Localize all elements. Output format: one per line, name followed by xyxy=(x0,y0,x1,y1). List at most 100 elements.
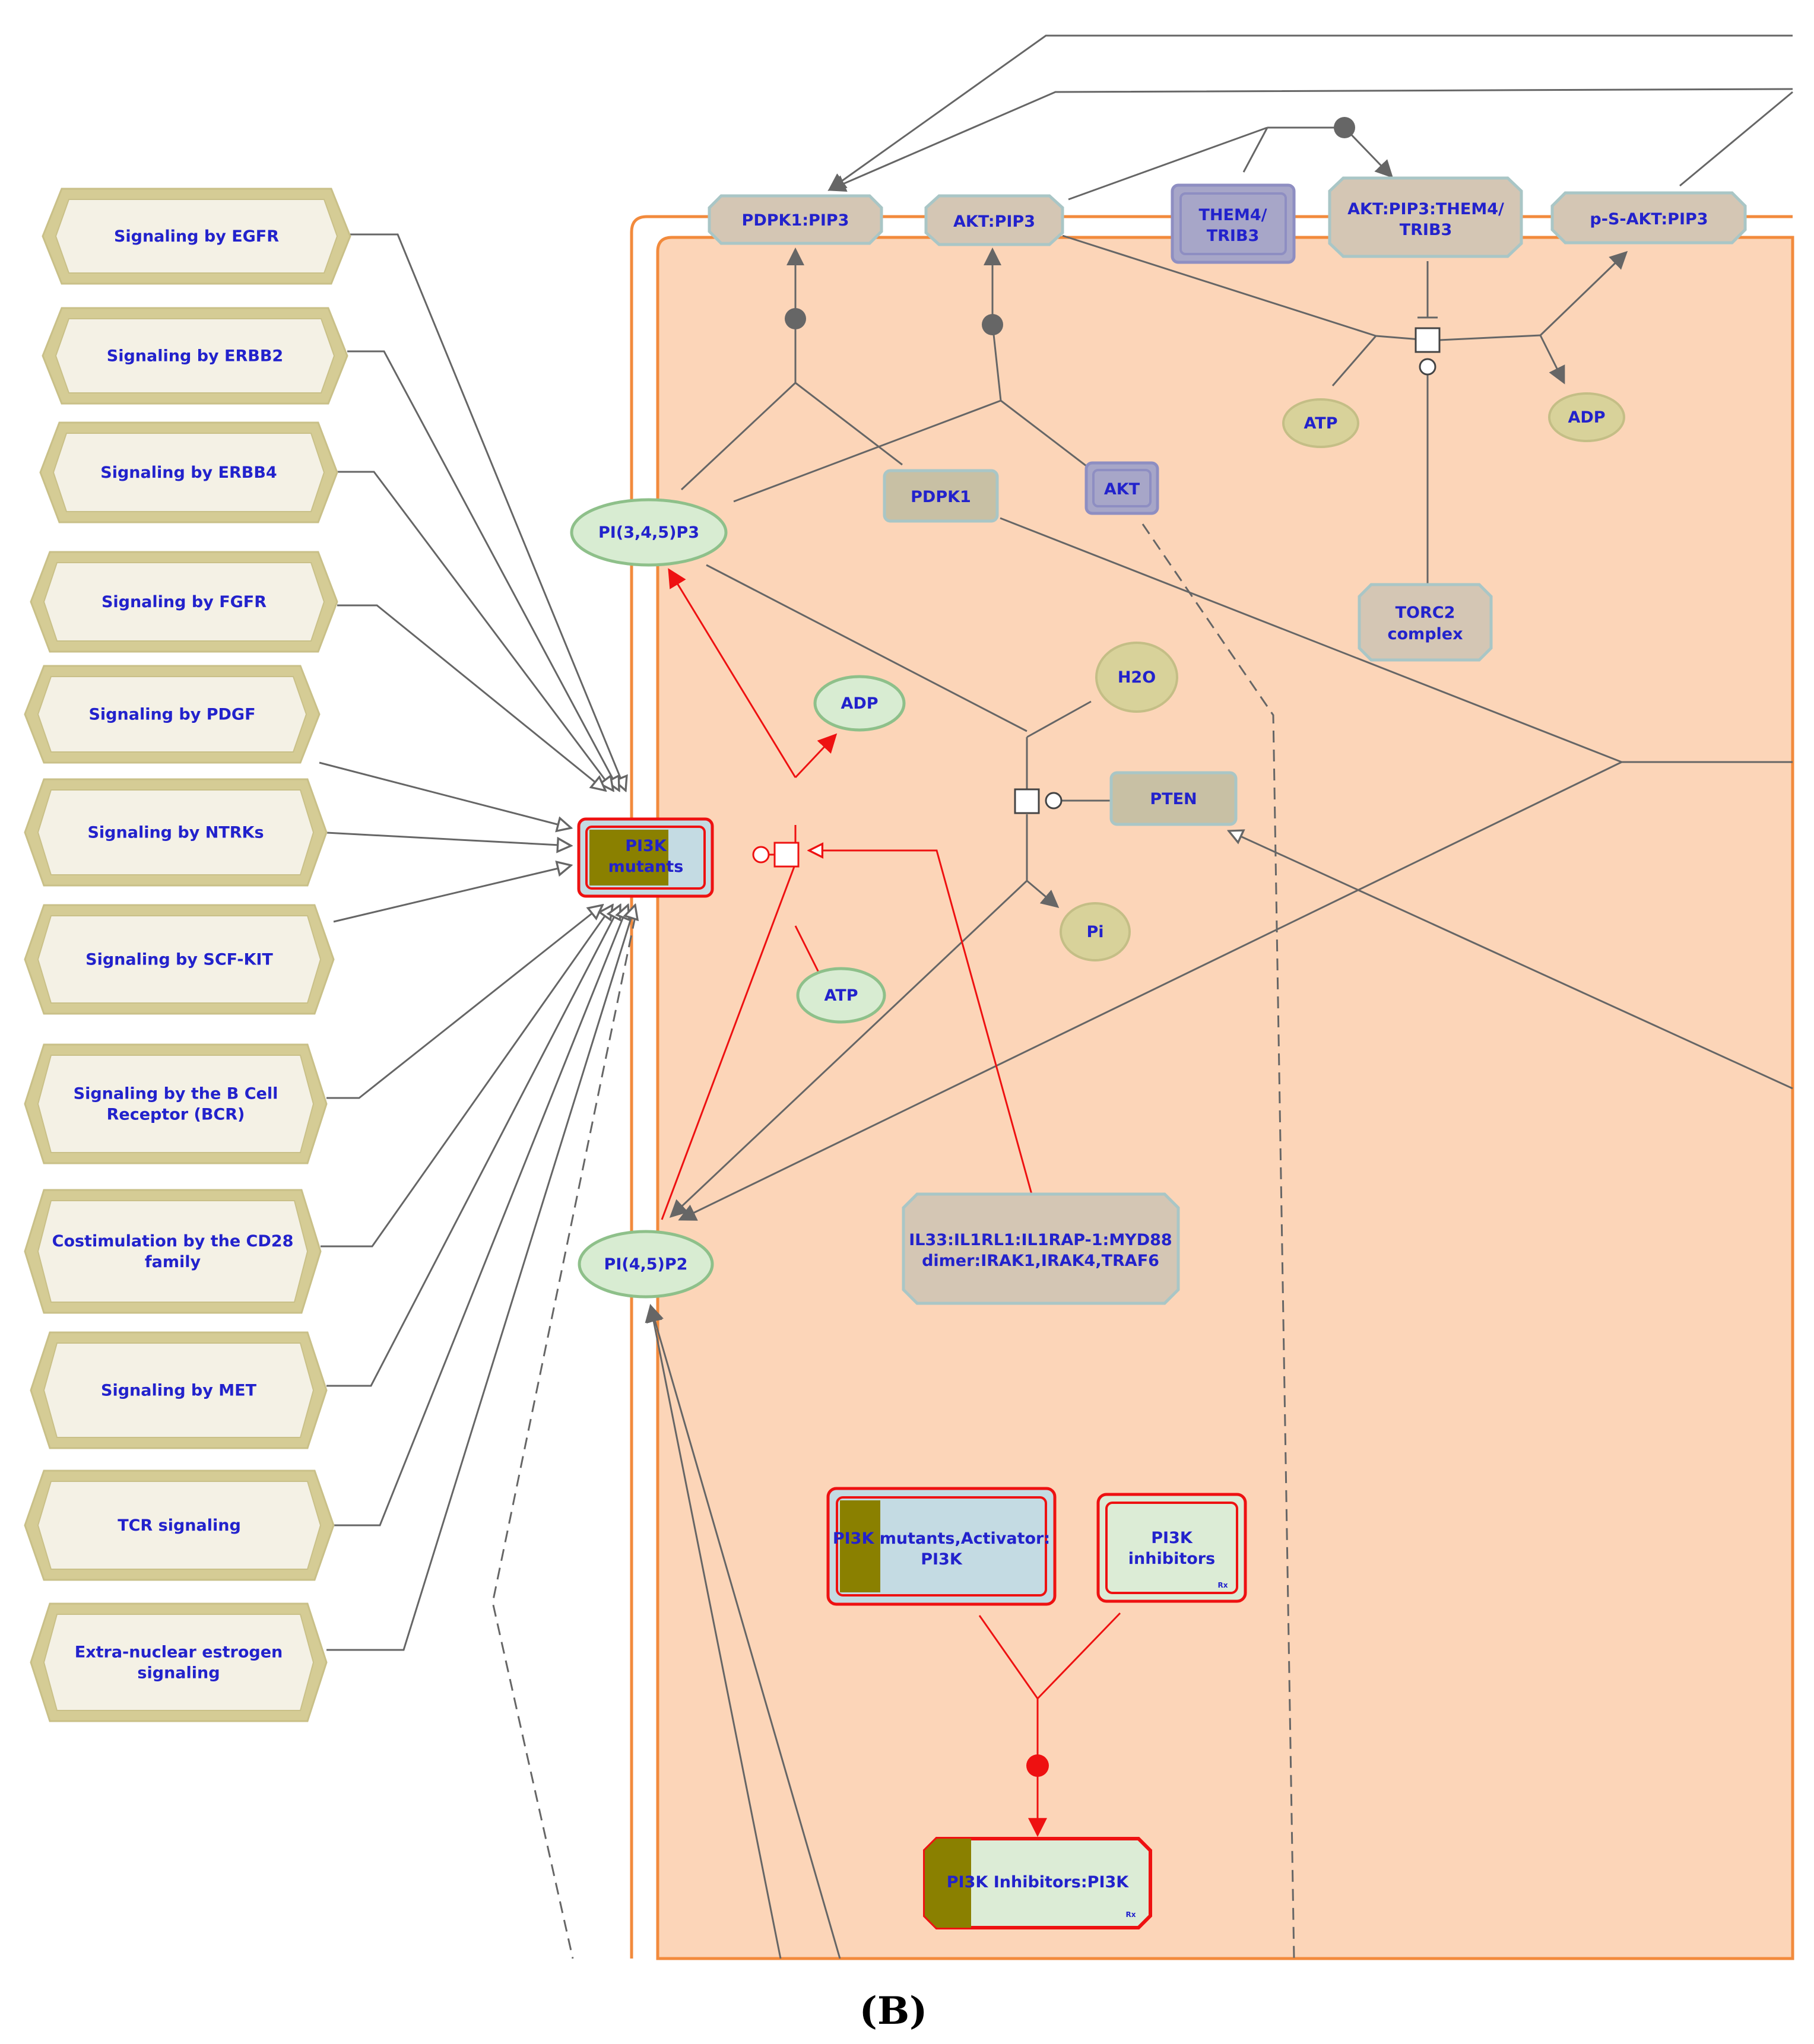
protein-pdpk1-label: PDPK1 xyxy=(911,488,971,506)
edge-pdpk1-split-b xyxy=(795,382,903,466)
pathway-erbb4-label: Signaling by ERBB4 xyxy=(100,464,277,482)
complex-pdpk1-pip3-label: PDPK1:PIP3 xyxy=(742,211,849,230)
edge-egfr xyxy=(350,233,626,791)
pathway-ntrks[interactable]: Signaling by NTRKs xyxy=(24,778,328,887)
rxn-pi3k xyxy=(773,842,800,868)
set-them4-line2: TRIB3 xyxy=(1207,227,1260,245)
pathway-nodes: Signaling by EGFR Signaling by ERBB2Signa… xyxy=(24,188,351,1722)
complex-akt-pip3[interactable]: AKT:PIP3 xyxy=(924,194,1064,246)
edge-cd28 xyxy=(321,905,613,1248)
molecule-h2o[interactable]: H2O xyxy=(1095,642,1178,713)
catalyst-pten xyxy=(1045,792,1063,810)
edge-pdgf xyxy=(319,761,571,828)
complex-akt-pip3-them4-line2: TRIB3 xyxy=(1400,221,1453,239)
set-akt[interactable]: AKT xyxy=(1084,461,1159,515)
complex-torc2[interactable]: TORC2 complex xyxy=(1358,583,1493,662)
complex-p-s-akt-pip3[interactable]: p-S-AKT:PIP3 xyxy=(1550,191,1747,245)
pathway-cd28-label: Costimulation by the CD28 xyxy=(52,1232,294,1250)
edge-akt-rxn-a xyxy=(1062,234,1377,337)
molecule-pip3[interactable]: PI(3,4,5)P3 xyxy=(570,498,728,567)
edge-akt-split-a xyxy=(733,399,1001,503)
pathway-tcr[interactable]: TCR signaling xyxy=(24,1469,335,1581)
pathway-estrogen-label: signaling xyxy=(137,1664,220,1683)
complex-il33[interactable]: IL33:IL1RL1:IL1RAP-1:MYD88 dimer:IRAK1,I… xyxy=(902,1192,1180,1305)
protein-pten-label: PTEN xyxy=(1150,790,1197,808)
pathway-met[interactable]: Signaling by MET xyxy=(30,1331,328,1449)
pathway-erbb2[interactable]: Signaling by ERBB2 xyxy=(42,307,348,405)
pi3k-activator-line1: PI3K mutants,Activator: xyxy=(833,1529,1050,1548)
edge-tcr xyxy=(334,905,628,1526)
node-pi3k-inhib-complex[interactable]: PI3K Inhibitors:PI3K Rx xyxy=(923,1837,1152,1929)
complex-akt-pip3-them4[interactable]: AKT:PIP3:THEM4/ TRIB3 xyxy=(1328,176,1523,258)
molecule-atp-red[interactable]: ATP xyxy=(796,967,886,1024)
molecule-atp-akt[interactable]: ATP xyxy=(1282,398,1359,448)
catalyst-pi3k xyxy=(752,846,770,864)
pathway-estrogen[interactable]: Extra-nuclear estrogen signaling xyxy=(30,1602,328,1722)
complex-akt-pip3-label: AKT:PIP3 xyxy=(953,212,1035,231)
set-them4-trib3[interactable]: THEM4/ TRIB3 xyxy=(1171,183,1296,264)
edge-to-pip2 xyxy=(678,761,1622,1221)
cytosol-compartment xyxy=(630,215,1794,1960)
protein-nodes: PDPK1 PTEN xyxy=(883,469,1238,826)
catalyst-torc2 xyxy=(1419,358,1436,376)
node-pi3k-activator[interactable]: PI3K mutants,Activator: PI3K xyxy=(826,1487,1057,1606)
pathway-egfr[interactable]: Signaling by EGFR xyxy=(42,188,351,285)
complex-p-s-akt-pip3-label: p-S-AKT:PIP3 xyxy=(1590,210,1708,228)
node-pi3k-mutants[interactable]: PI3K mutants xyxy=(577,817,714,898)
molecule-pip2-label: PI(4,5)P2 xyxy=(604,1255,688,1274)
pathway-edges xyxy=(319,233,635,1651)
complex-il33-line1: IL33:IL1RL1:IL1RAP-1:MYD88 xyxy=(909,1231,1172,1249)
pi3k-mutants-line1: PI3K xyxy=(625,837,667,855)
edge-akt-stem xyxy=(991,323,1002,401)
pi3k-inhibitors-rx-marker: Rx xyxy=(1218,1581,1228,1589)
pathway-pdgf[interactable]: Signaling by PDGF xyxy=(24,665,321,764)
pathway-scfkit[interactable]: Signaling by SCF-KIT xyxy=(24,904,335,1015)
pathway-scfkit-label: Signaling by SCF-KIT xyxy=(85,951,273,969)
pathway-erbb2-label: Signaling by ERBB2 xyxy=(107,347,283,366)
pathway-estrogen-label: Extra-nuclear estrogen xyxy=(75,1643,283,1662)
molecule-pi[interactable]: Pi xyxy=(1060,902,1131,961)
edge-estrogen xyxy=(326,905,635,1651)
gray-edges xyxy=(645,34,1793,1959)
molecule-atp-akt-label: ATP xyxy=(1304,414,1337,433)
edge-lower-b xyxy=(646,1304,841,1959)
pi3k-inhib-complex-label: PI3K Inhibitors:PI3K xyxy=(947,1873,1130,1891)
edge-rxn-out xyxy=(1439,334,1541,341)
dot-inhibitors xyxy=(1026,1754,1049,1777)
edge-erbb4 xyxy=(337,471,613,791)
molecule-pip2[interactable]: PI(4,5)P2 xyxy=(578,1230,714,1299)
edge-pten-long xyxy=(1229,831,1793,1090)
rxn-pten xyxy=(1014,788,1040,814)
dashed-left xyxy=(491,916,636,1959)
pathway-ntrks-label: Signaling by NTRKs xyxy=(87,824,264,842)
edge-top-akt xyxy=(827,88,1793,192)
dot-akt xyxy=(982,314,1003,335)
small-molecule-nodes: PI(3,4,5)P3 PI(4,5)P2 ADP ATP ATP ADP H2… xyxy=(570,392,1625,1299)
protein-pdpk1[interactable]: PDPK1 xyxy=(883,469,999,523)
pathway-fgfr[interactable]: Signaling by FGFR xyxy=(30,551,338,653)
edge-top-pdpk1 xyxy=(827,34,1793,191)
pathway-bcr-label: Signaling by the B Cell xyxy=(74,1085,278,1103)
pi3k-inhib-complex-rx-marker: Rx xyxy=(1126,1910,1136,1919)
protein-pten[interactable]: PTEN xyxy=(1109,771,1238,826)
molecule-h2o-label: H2O xyxy=(1118,668,1156,687)
edge-pdpk1-split-a xyxy=(680,382,797,491)
edge-rxn-adp xyxy=(1539,335,1565,385)
complex-torc2-line1: TORC2 xyxy=(1396,604,1455,622)
rxn-akt xyxy=(1415,327,1441,353)
complex-pdpk1-pip3[interactable]: PDPK1:PIP3 xyxy=(708,194,883,245)
dot-top-them xyxy=(1334,117,1355,138)
node-pi3k-inhibitors[interactable]: PI3K inhibitors Rx xyxy=(1096,1493,1247,1603)
pathway-met-label: Signaling by MET xyxy=(101,1382,257,1400)
molecule-adp-red[interactable]: ADP xyxy=(813,675,906,732)
pi3k-inhibitors-line2: inhibitors xyxy=(1128,1550,1215,1568)
edge-top-right xyxy=(1679,91,1793,187)
edge-il33-rxn xyxy=(809,850,1033,1195)
molecule-atp-red-label: ATP xyxy=(824,986,858,1005)
pathway-erbb4[interactable]: Signaling by ERBB4 xyxy=(39,421,338,523)
pi3k-mutants-line2: mutants xyxy=(608,858,684,876)
molecule-adp-akt[interactable]: ADP xyxy=(1548,392,1625,442)
